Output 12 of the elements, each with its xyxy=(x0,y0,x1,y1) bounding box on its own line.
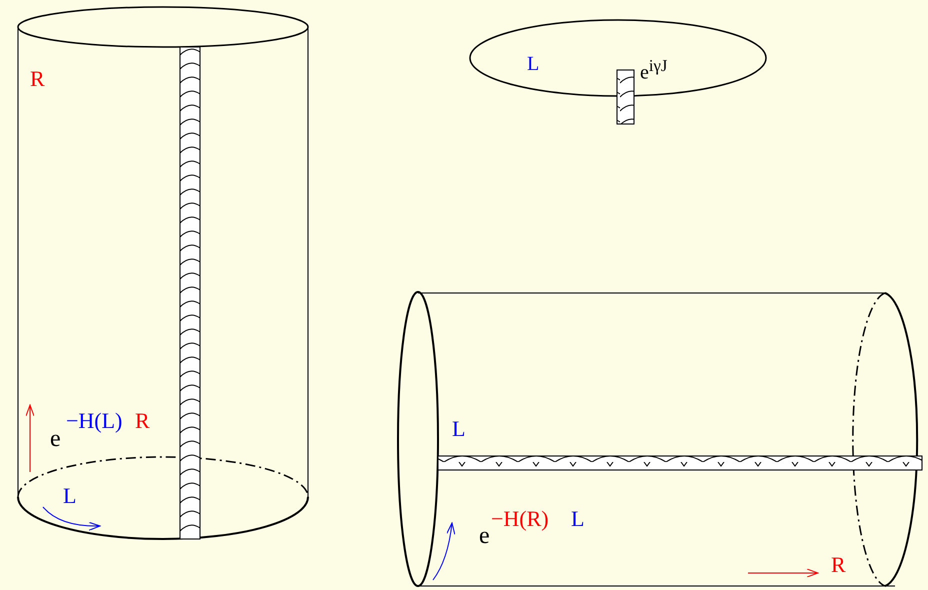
variable-label: R xyxy=(30,68,45,90)
formula-label: e$^{iγJ}$ xyxy=(640,58,668,83)
formula-label: e xyxy=(50,427,61,451)
exponent-label: L xyxy=(571,508,584,530)
exponent-label: −H(L) xyxy=(66,410,122,432)
exponent-label: R xyxy=(135,410,150,432)
exponent-label: −H(R) xyxy=(491,508,549,530)
variable-label: L xyxy=(527,54,540,74)
variable-label: L xyxy=(452,418,466,440)
variable-label: L xyxy=(63,485,76,507)
variable-label: R xyxy=(831,554,846,576)
formula-label: e xyxy=(479,524,490,548)
